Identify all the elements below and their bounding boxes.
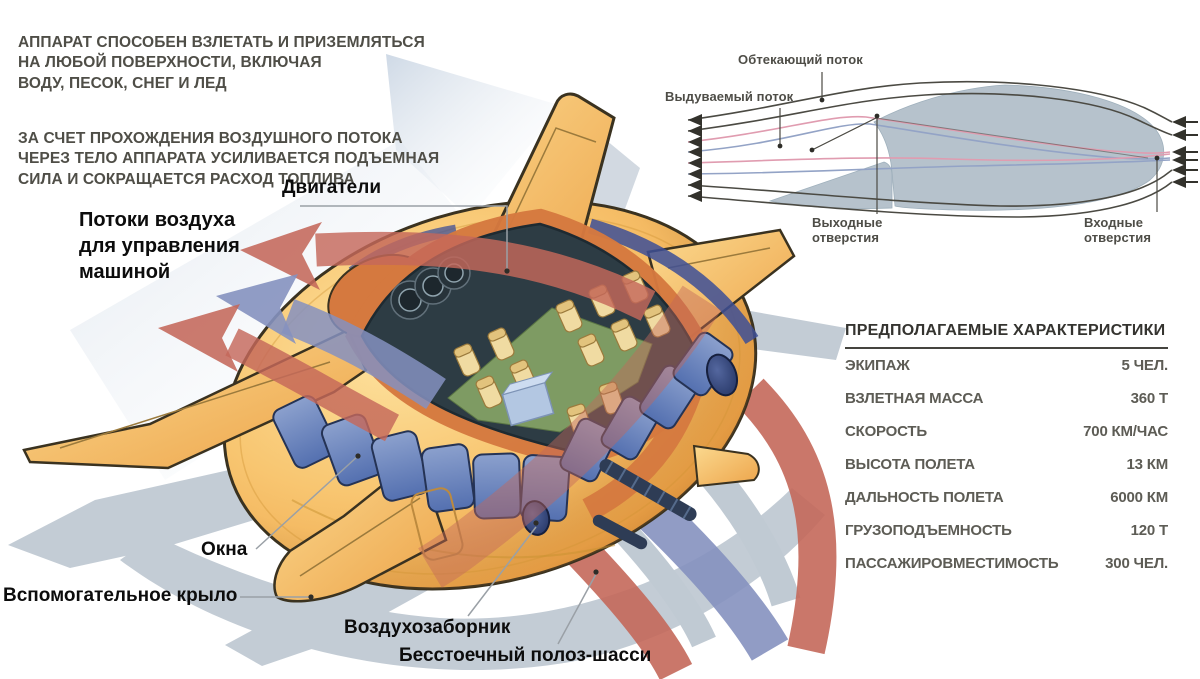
spec-row: ЭКИПАЖ 5 ЧЕЛ.	[845, 349, 1168, 382]
label-windows: Окна	[201, 539, 248, 560]
spec-row: ВЫСОТА ПОЛЕТА 13 КМ	[845, 448, 1168, 481]
intro-paragraph-1: АППАРАТ СПОСОБЕН ВЗЛЕТАТЬ И ПРИЗЕМЛЯТЬСЯ…	[18, 33, 425, 92]
spec-label: ДАЛЬНОСТЬ ПОЛЕТА	[845, 489, 1004, 506]
spec-label: ВЗЛЕТНАЯ МАССА	[845, 390, 984, 407]
label-engines: Двигатели	[282, 177, 381, 198]
spec-value: 360 Т	[1130, 390, 1169, 407]
intro-text-block: АППАРАТ СПОСОБЕН ВЗЛЕТАТЬ И ПРИЗЕМЛЯТЬСЯ…	[18, 12, 448, 211]
hull-airflow-band	[418, 285, 722, 588]
side-intake-oval	[706, 353, 738, 397]
red-arrow-top	[240, 222, 656, 321]
spec-label: ГРУЗОПОДЪЕМНОСТЬ	[845, 522, 1012, 539]
flow-dots	[777, 97, 1160, 161]
flow-label-inlet-openings: Входные отверстия	[1084, 215, 1152, 245]
label-air-intake: Воздухозаборник	[344, 617, 511, 638]
spec-value: 300 ЧЕЛ.	[1105, 555, 1168, 572]
flow-label-blown: Выдуваемый поток	[665, 89, 794, 104]
cabin-table-box	[501, 371, 555, 427]
spec-value: 6000 КМ	[1110, 489, 1168, 506]
engine-fans	[390, 256, 471, 320]
spec-label: ЭКИПАЖ	[845, 357, 910, 374]
specs-divider	[845, 347, 1168, 349]
flow-diagram	[687, 72, 1198, 218]
flow-streamlines	[687, 80, 1173, 218]
label-skid-gear: Бесстоечный полоз-шасси	[399, 645, 652, 666]
flow-label-surrounding: Обтекающий поток	[738, 52, 863, 67]
flow-label-exit-openings: Выходные отверстия	[812, 215, 883, 245]
spec-value: 13 КМ	[1126, 456, 1168, 473]
flow-arrowheads	[688, 114, 1198, 202]
spec-row: ДАЛЬНОСТЬ ПОЛЕТА 6000 КМ	[845, 481, 1168, 514]
red-arrow-lower	[158, 304, 399, 442]
spec-label: ВЫСОТА ПОЛЕТА	[845, 456, 975, 473]
spec-value: 120 Т	[1130, 522, 1169, 539]
blue-arrow	[216, 274, 446, 410]
label-auxiliary-wing: Вспомогательное крыло	[3, 585, 238, 606]
spec-row: ВЗЛЕТНАЯ МАССА 360 Т	[845, 382, 1168, 415]
spec-label: СКОРОСТЬ	[845, 423, 927, 440]
specs-title: ПРЕДПОЛАГАЕМЫЕ ХАРАКТЕРИСТИКИ	[845, 322, 1166, 339]
specs-table: ПРЕДПОЛАГАЕМЫЕ ХАРАКТЕРИСТИКИ ЭКИПАЖ 5 ЧЕ…	[845, 322, 1168, 580]
skid-fairing	[692, 444, 760, 488]
intro-paragraph-2: ЗА СЧЕТ ПРОХОЖДЕНИЯ ВОЗДУШНОГО ПОТОКА ЧЕ…	[18, 129, 440, 188]
flow-internal-lines	[779, 72, 1158, 214]
spec-label: ПАССАЖИРОВМЕСТИМОСТЬ	[845, 555, 1059, 572]
spec-value: 700 КМ/ЧАС	[1083, 423, 1168, 440]
ventral-grille	[592, 459, 697, 550]
label-control-airflows: Потоки воздуха для управления машиной	[79, 209, 240, 283]
air-intake-oval	[521, 500, 551, 536]
spec-row: ПАССАЖИРОВМЕСТИМОСТЬ 300 ЧЕЛ.	[845, 547, 1168, 580]
cabin-door-outline	[410, 487, 464, 561]
flow-body-section	[768, 84, 1164, 211]
pointer-lines	[240, 205, 599, 645]
spec-row: ГРУЗОПОДЪЕМНОСТЬ 120 Т	[845, 514, 1168, 547]
spec-value: 5 ЧЕЛ.	[1121, 357, 1168, 374]
control-airflow-arrows	[158, 222, 656, 442]
spec-row: СКОРОСТЬ 700 КМ/ЧАС	[845, 415, 1168, 448]
